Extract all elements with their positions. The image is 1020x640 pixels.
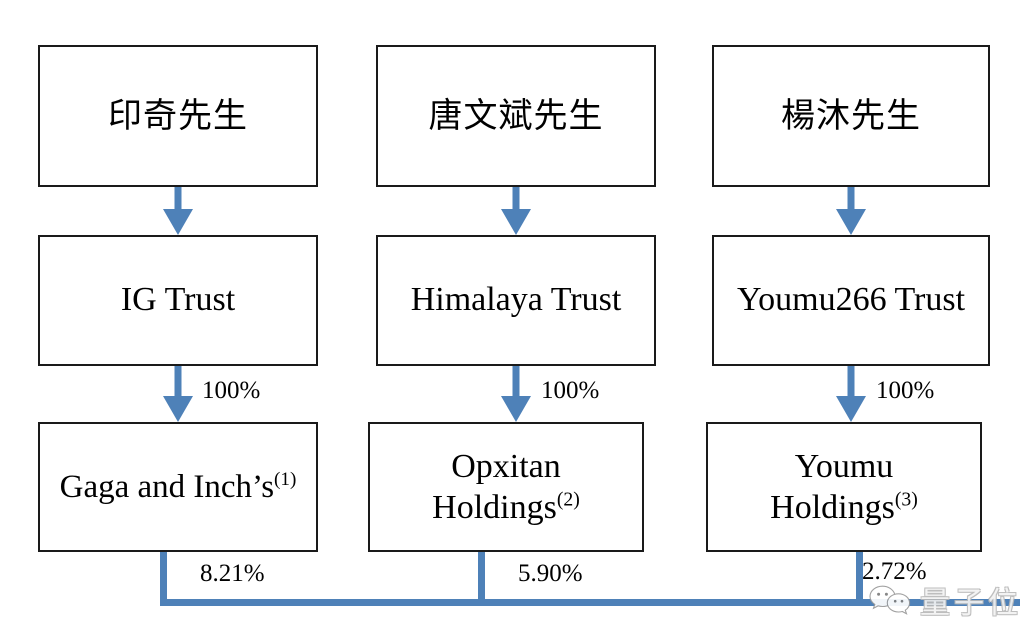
entity-box-column-3: Youmu Holdings(3) <box>706 422 982 552</box>
pct-trust-to-entity-column-2: 100% <box>541 377 600 404</box>
entity-footnote: (1) <box>274 468 297 490</box>
arrow-head <box>501 396 531 422</box>
pct-trust-to-entity-column-3: 100% <box>876 377 935 404</box>
entity-label-column-2: Opxitan Holdings(2) <box>432 446 580 529</box>
arrow-stem <box>174 187 182 211</box>
person-box-column-2: 唐文斌先生 <box>376 45 656 187</box>
arrow-head <box>163 209 193 235</box>
entity-name-line-1: Youmu <box>794 447 894 485</box>
arrow-trust-to-entity-column-3 <box>836 366 866 422</box>
person-box-column-3: 楊沐先生 <box>712 45 990 187</box>
arrow-stem <box>512 366 520 398</box>
entity-name-line-2: Holdings <box>770 489 895 526</box>
entity-label-column-1: Gaga and Inch’s(1) <box>60 467 297 507</box>
trust-label-column-1: IG Trust <box>120 281 236 319</box>
trust-box-column-2: Himalaya Trust <box>376 235 656 366</box>
arrow-head <box>836 396 866 422</box>
entity-box-column-1: Gaga and Inch’s(1) <box>38 422 318 552</box>
entity-label-column-3: Youmu Holdings(3) <box>770 446 918 529</box>
arrow-stem <box>847 366 855 398</box>
person-label-column-2: 唐文斌先生 <box>428 95 604 136</box>
arrow-stem <box>174 366 182 398</box>
pct-entity-to-company-column-1: 8.21% <box>200 560 265 587</box>
pct-trust-to-entity-column-1: 100% <box>202 377 261 404</box>
arrow-head <box>836 209 866 235</box>
person-label-column-3: 楊沐先生 <box>781 95 921 136</box>
arrow-person-to-trust-column-3 <box>836 187 866 235</box>
arrow-trust-to-entity-column-2 <box>501 366 531 422</box>
entity-box-column-2: Opxitan Holdings(2) <box>368 422 644 552</box>
connector-entity-down-column-2 <box>478 552 485 606</box>
person-box-column-1: 印奇先生 <box>38 45 318 187</box>
arrow-person-to-trust-column-1 <box>163 187 193 235</box>
arrow-stem <box>512 187 520 211</box>
arrow-person-to-trust-column-2 <box>501 187 531 235</box>
trust-label-column-3: Youmu266 Trust <box>736 281 966 319</box>
entity-name-line-1: Opxitan <box>451 447 561 485</box>
connector-horizontal-bus <box>160 599 1020 606</box>
pct-entity-to-company-column-2: 5.90% <box>518 560 583 587</box>
entity-footnote: (2) <box>556 488 580 511</box>
arrow-trust-to-entity-column-1 <box>163 366 193 422</box>
arrow-head <box>501 209 531 235</box>
person-label-column-1: 印奇先生 <box>108 95 248 136</box>
trust-box-column-3: Youmu266 Trust <box>712 235 990 366</box>
entity-name-line-2: Holdings <box>432 489 557 526</box>
arrow-head <box>163 396 193 422</box>
connector-entity-down-column-3 <box>856 552 863 606</box>
connector-entity-down-column-1 <box>160 552 167 606</box>
arrow-stem <box>847 187 855 211</box>
entity-name-text: Gaga and Inch’s <box>59 468 275 505</box>
trust-label-column-2: Himalaya Trust <box>410 281 622 319</box>
pct-entity-to-company-column-3: 2.72% <box>862 558 927 585</box>
trust-box-column-1: IG Trust <box>38 235 318 366</box>
entity-footnote: (3) <box>894 488 918 511</box>
